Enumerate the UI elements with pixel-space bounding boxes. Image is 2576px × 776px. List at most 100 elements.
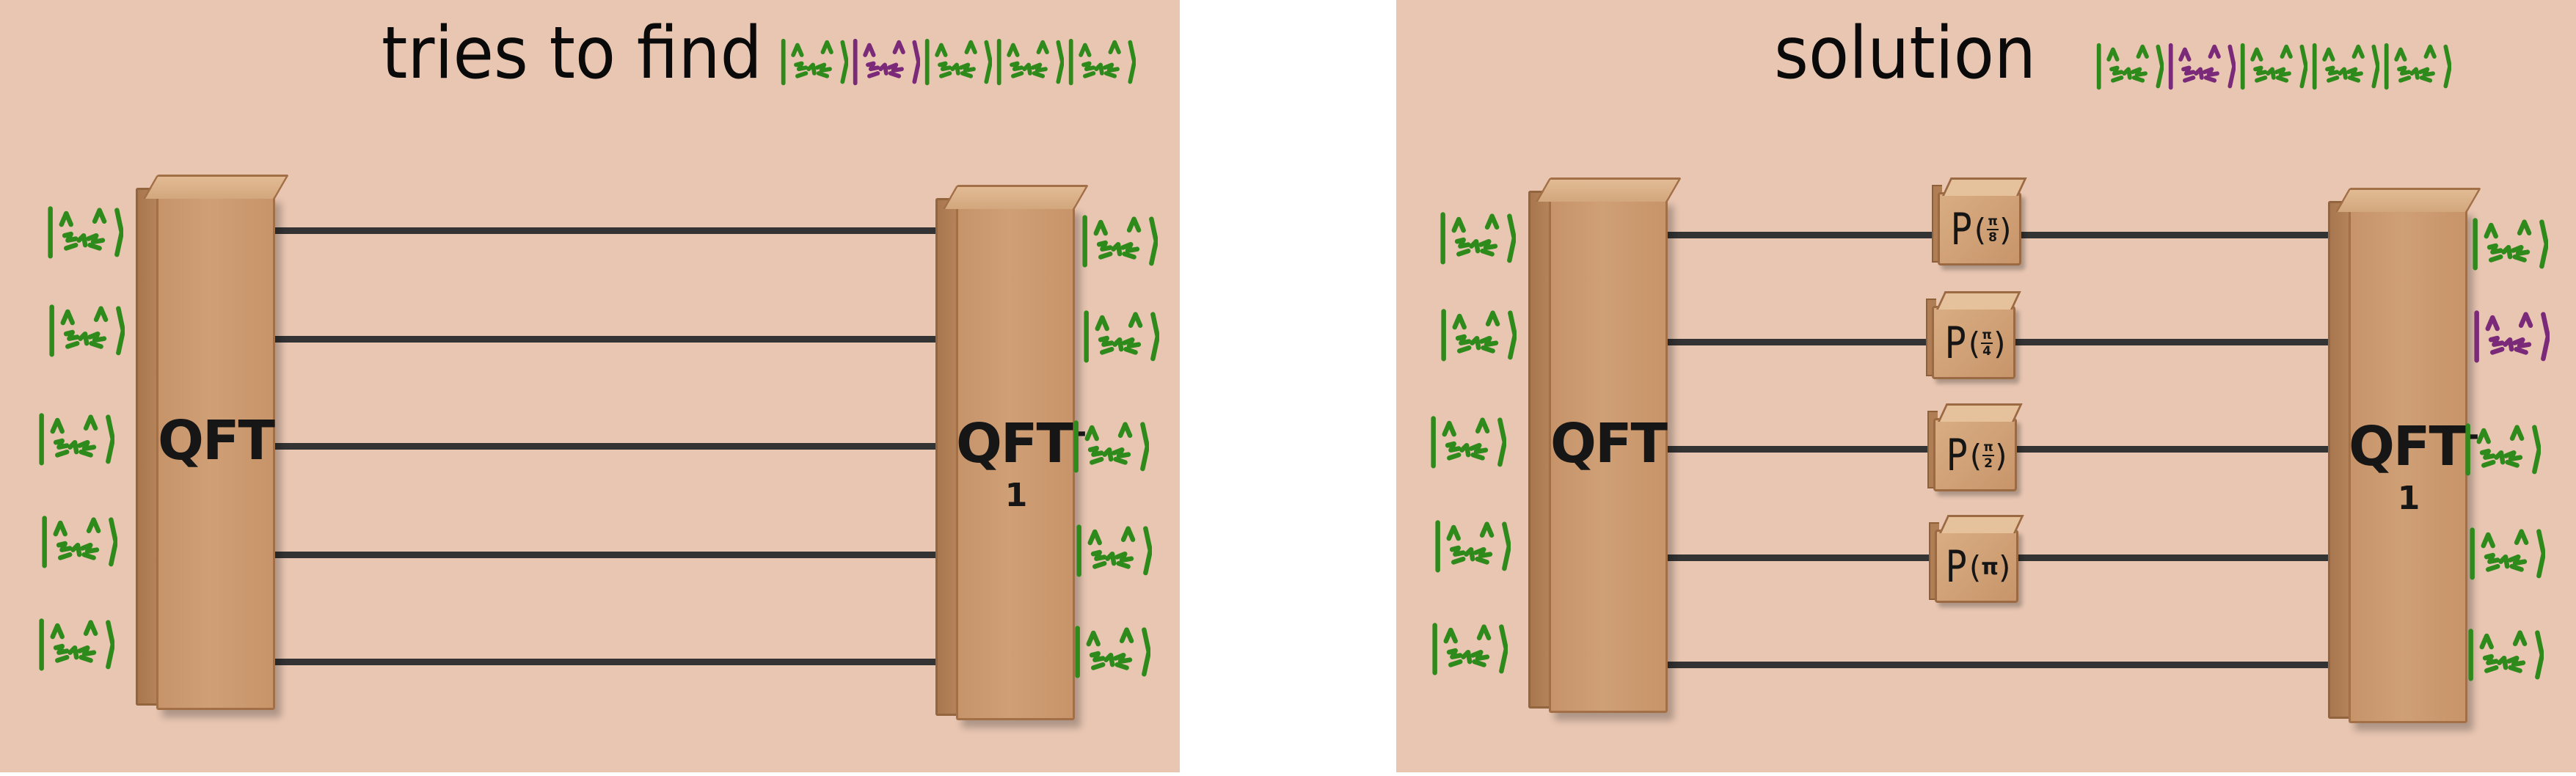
cat-face-ket-icon [1084, 310, 1161, 363]
panel-title: solution [1774, 12, 2037, 95]
gate-top [1936, 291, 2021, 310]
cat-face-ket-icon [2312, 43, 2380, 90]
gate-angle: π [1981, 554, 1999, 580]
column-front [1549, 198, 1668, 713]
qubit-state [38, 513, 119, 574]
column-front [956, 205, 1075, 720]
qubit-wire [264, 336, 946, 343]
cat-face-ket-icon [42, 516, 119, 568]
qubit-state [1080, 308, 1161, 368]
cat-face-ket-icon [2168, 43, 2236, 90]
phase-gate: P(π) [1929, 513, 2024, 603]
header-state [2381, 41, 2452, 95]
qubit-wire [264, 659, 946, 665]
cat-face-ket-icon [2474, 310, 2551, 363]
qubit-state [1071, 623, 1152, 684]
header-state-row [2093, 41, 2453, 95]
header-state [2165, 41, 2236, 95]
gate-letter: P [1945, 541, 1967, 593]
header-state [2309, 41, 2380, 95]
qubit-state [35, 616, 116, 676]
qft-column: QFT [136, 175, 290, 710]
qubit-state [45, 302, 126, 362]
qubit-wire [1657, 662, 2339, 668]
gate-top [1942, 177, 2027, 196]
column-top [943, 185, 1090, 209]
column-front [156, 195, 275, 710]
header-state [1065, 37, 1136, 90]
inverse-qft-column: QFT-1 [2328, 188, 2482, 723]
qubit-state [2469, 216, 2550, 276]
header-state [850, 37, 921, 90]
cat-face-ket-icon [2473, 218, 2550, 271]
qubit-wire [264, 227, 946, 234]
qubit-state [2470, 308, 2551, 368]
header-state [2237, 41, 2308, 95]
cat-face-ket-icon [2468, 629, 2545, 681]
cat-face-ket-icon [2470, 527, 2547, 580]
cat-face-ket-icon [1075, 626, 1152, 678]
cat-face-ket-icon [2096, 43, 2164, 90]
header-state [993, 37, 1065, 90]
qubit-wire [264, 443, 946, 450]
cat-face-ket-icon [1082, 215, 1159, 268]
qubit-state [1437, 210, 1517, 270]
cat-face-ket-icon [924, 38, 993, 86]
cat-face-ket-icon [1435, 520, 1512, 573]
cat-face-ket-icon [1068, 38, 1136, 86]
qft-column: QFT [1528, 177, 1682, 713]
qft-label: QFT [158, 409, 275, 472]
column-top [1536, 177, 1682, 202]
qft-label: QFT [1550, 412, 1668, 475]
inverse-qft-label: QFT-1 [2349, 415, 2479, 518]
cat-face-ket-icon [39, 618, 116, 671]
qubit-state [1431, 518, 1512, 578]
qubit-state [44, 204, 125, 264]
cat-face-ket-icon [1441, 309, 1518, 362]
cat-face-ket-icon [49, 304, 126, 357]
header-state [2093, 41, 2164, 95]
qubit-wire [264, 552, 946, 558]
inverse-qft-label: QFT-1 [956, 412, 1087, 515]
cat-face-ket-icon [781, 38, 849, 86]
gate-letter: P [1946, 430, 1968, 481]
gate-top [1939, 515, 2024, 533]
cat-face-ket-icon [853, 38, 921, 86]
cat-face-ket-icon [1432, 623, 1509, 676]
gate-letter: P [1944, 318, 1966, 369]
gate-top [1938, 403, 2023, 422]
cat-face-ket-icon [996, 38, 1065, 86]
qubit-state [1079, 213, 1159, 273]
cat-face-ket-icon [2384, 43, 2452, 90]
qubit-state [1437, 307, 1518, 367]
cat-face-ket-icon [1440, 212, 1517, 265]
qubit-state [35, 411, 116, 471]
header-state [922, 37, 993, 90]
gate-face [1933, 418, 2017, 491]
cat-face-ket-icon [1076, 524, 1153, 577]
qubit-state [1429, 621, 1509, 681]
phase-gate-label: P(π) [1936, 535, 2017, 599]
gate-letter: P [1950, 204, 1972, 255]
cat-face-ket-icon [2240, 43, 2308, 90]
cat-face-ket-icon [39, 413, 116, 466]
panel-tries-to-find: tries to find QFT QFT-1 [0, 0, 1180, 772]
column-top [2335, 188, 2482, 212]
header-state-row [778, 37, 1137, 90]
inverse-qft-column: QFT-1 [935, 185, 1090, 720]
cat-face-ket-icon [48, 206, 125, 259]
qubit-state [2462, 421, 2542, 481]
panel-title: tries to find [382, 12, 762, 95]
column-top [143, 175, 290, 199]
